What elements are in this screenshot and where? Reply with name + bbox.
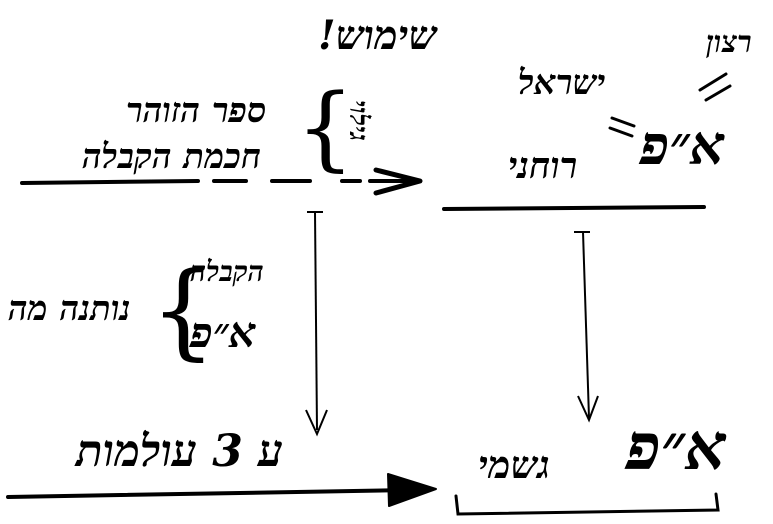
ak-spiritual-label: א״פ xyxy=(640,113,725,177)
will-label: רצון xyxy=(706,25,752,60)
bottom-arrow-line xyxy=(6,488,412,499)
top-left-line xyxy=(20,179,200,185)
zohar-label: ספר הזוהר xyxy=(126,91,267,131)
spiritual-line xyxy=(442,205,706,211)
israel-mark-1 xyxy=(610,116,636,128)
usage-label: שימוש! xyxy=(318,12,437,59)
receiving-label: הקבלה xyxy=(190,255,264,288)
right-vertical-arrowhead xyxy=(577,395,599,423)
physical-label: גשמי xyxy=(478,442,550,487)
what-gives-label: נותנה מה xyxy=(8,289,131,329)
bottom-arrowhead xyxy=(387,473,437,507)
physical-bracket xyxy=(454,492,720,516)
kabbalah-wisdom-label: חכמת הקבלה xyxy=(82,137,262,177)
right-vertical-arrow xyxy=(582,231,590,419)
receiving-brace: { xyxy=(150,249,217,371)
left-vertical-arrow xyxy=(314,211,318,431)
israel-label: ישראל xyxy=(518,63,606,103)
ak-middle-label: א״פ xyxy=(190,308,256,357)
israel-mark-2 xyxy=(608,126,634,138)
revelation-label: גילוי xyxy=(343,100,373,142)
top-left-arrowhead xyxy=(373,167,423,196)
left-vertical-arrowhead xyxy=(305,409,328,437)
revelation-brace: { xyxy=(296,74,355,181)
spiritual-label: רוחני xyxy=(508,145,578,187)
will-mark-2 xyxy=(704,84,732,102)
will-mark-1 xyxy=(698,72,728,92)
ak-physical-label: א״פ xyxy=(626,410,727,485)
to-3-worlds-label: ע 3 עולמות xyxy=(76,426,284,477)
